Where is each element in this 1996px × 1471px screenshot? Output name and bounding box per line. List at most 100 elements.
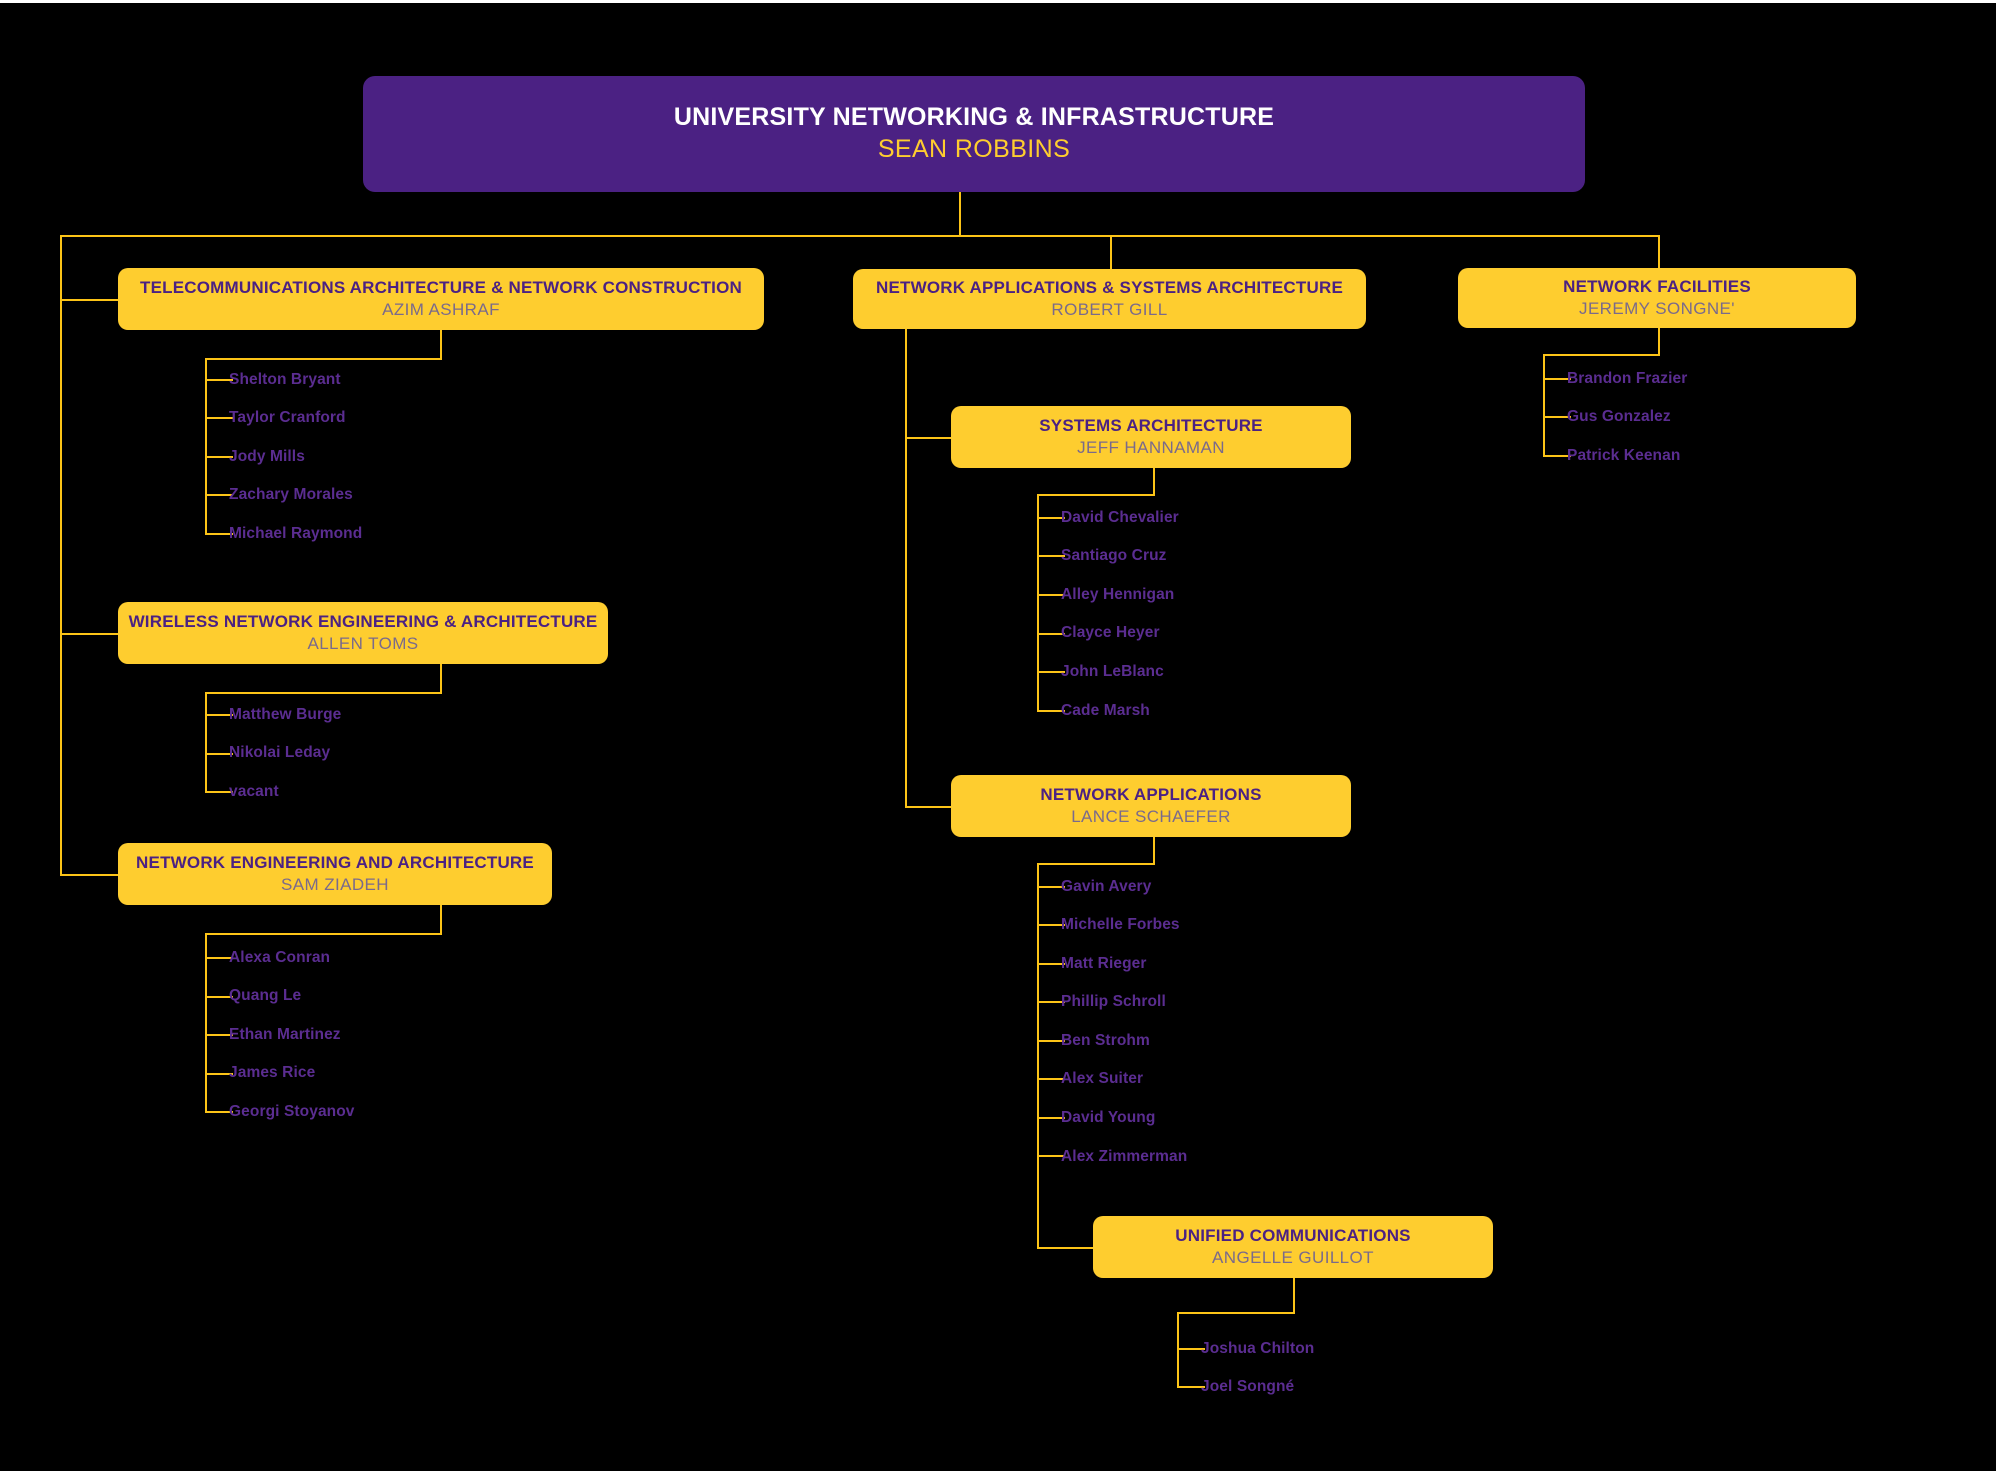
list-item: Santiago Cruz: [1061, 547, 1167, 564]
connector-wireless-drop: [440, 664, 442, 693]
node-wireless-network-engineering[interactable]: WIRELESS NETWORK ENGINEERING & ARCHITECT…: [118, 602, 608, 664]
list-item: Georgi Stoyanov: [229, 1103, 355, 1120]
list-item: Clayce Heyer: [1061, 624, 1160, 641]
connector-middle-stub-sysarch: [905, 437, 951, 439]
connector-netapps-leaf-stub: [1037, 886, 1065, 888]
node-network-engineering-and-architecture[interactable]: NETWORK ENGINEERING AND ARCHITECTURE SAM…: [118, 843, 552, 905]
connector-netengarch-elbow: [205, 933, 442, 935]
connector-unifiedcomms-leaf-stub: [1177, 1348, 1205, 1350]
list-item: Brandon Frazier: [1567, 370, 1688, 387]
connector-telecom-leaf-stub: [205, 379, 233, 381]
list-item: Quang Le: [229, 987, 302, 1004]
connector-netapps-leaf-stub: [1037, 1155, 1065, 1157]
list-item: Ethan Martinez: [229, 1026, 341, 1043]
list-item: Alley Hennigan: [1061, 586, 1175, 603]
connector-netengarch-spine: [205, 933, 207, 1112]
list-item: Zachary Morales: [229, 486, 353, 503]
connector-netfac-bus-drop: [1658, 235, 1660, 268]
connector-netengarch-leaf-stub: [205, 1034, 233, 1036]
node-network-applications-systems-architecture[interactable]: NETWORK APPLICATIONS & SYSTEMS ARCHITECT…: [853, 269, 1366, 329]
list-item: Patrick Keenan: [1567, 447, 1681, 464]
connector-telecom-leaf-stub: [205, 494, 233, 496]
connector-netengarch-leaf-stub: [205, 1111, 233, 1113]
node-subtitle: JEREMY SONGNE': [1579, 299, 1735, 319]
list-item: Matt Rieger: [1061, 955, 1147, 972]
node-network-facilities[interactable]: NETWORK FACILITIES JEREMY SONGNE': [1458, 268, 1856, 328]
connector-wireless-spine: [205, 692, 207, 792]
node-telecommunications-architecture[interactable]: TELECOMMUNICATIONS ARCHITECTURE & NETWOR…: [118, 268, 764, 330]
list-item: Michelle Forbes: [1061, 916, 1180, 933]
list-item: vacant: [229, 783, 279, 800]
connector-unifiedcomms-elbow: [1177, 1312, 1295, 1314]
node-subtitle: LANCE SCHAEFER: [1071, 807, 1231, 827]
list-item: Gus Gonzalez: [1567, 408, 1671, 425]
node-subtitle: ROBERT GILL: [1051, 300, 1168, 320]
connector-netfac-drop: [1658, 328, 1660, 356]
connector-sysarch-leaf-stub: [1037, 555, 1065, 557]
list-item: James Rice: [229, 1064, 316, 1081]
connector-left-spine: [60, 235, 62, 875]
list-item: Gavin Avery: [1061, 878, 1152, 895]
connector-telecom-drop: [440, 330, 442, 359]
connector-netengarch-leaf-stub: [205, 996, 233, 998]
connector-unifiedcomms-drop: [1293, 1278, 1295, 1314]
connector-sysarch-leaf-stub: [1037, 594, 1065, 596]
list-item: David Chevalier: [1061, 509, 1179, 526]
connector-netfac-leaf-stub: [1543, 378, 1571, 380]
list-item: Jody Mills: [229, 448, 305, 465]
connector-netengarch-drop: [440, 905, 442, 934]
list-item: Matthew Burge: [229, 706, 342, 723]
connector-netfac-leaf-stub: [1543, 455, 1571, 457]
connector-telecom-leaf-stub: [205, 456, 233, 458]
connector-sysarch-leaf-stub: [1037, 671, 1065, 673]
connector-telecom-elbow: [205, 358, 442, 360]
connector-netapps-leaf-stub: [1037, 1040, 1065, 1042]
connector-wireless-leaf-stub: [205, 791, 233, 793]
connector-netapps-drop: [1153, 837, 1155, 865]
connector-netfac-leaf-stub: [1543, 416, 1571, 418]
list-item: Michael Raymond: [229, 525, 363, 542]
connector-root-drop: [959, 192, 961, 237]
node-unified-communications[interactable]: UNIFIED COMMUNICATIONS ANGELLE GUILLOT: [1093, 1216, 1493, 1278]
node-title: NETWORK APPLICATIONS & SYSTEMS ARCHITECT…: [876, 277, 1343, 297]
list-item: David Young: [1061, 1109, 1156, 1126]
connector-sysarch-elbow: [1037, 494, 1155, 496]
connector-netapps-elbow: [1037, 863, 1155, 865]
connector-left-stub-netengarch: [60, 874, 120, 876]
node-subtitle: SAM ZIADEH: [281, 875, 389, 895]
connector-netfac-spine: [1543, 354, 1545, 456]
connector-telecom-leaf-stub: [205, 533, 233, 535]
node-systems-architecture[interactable]: SYSTEMS ARCHITECTURE JEFF HANNAMAN: [951, 406, 1351, 468]
list-item: Joel Songné: [1201, 1378, 1295, 1395]
connector-wireless-leaf-stub: [205, 714, 233, 716]
list-item: Alex Suiter: [1061, 1070, 1144, 1087]
connector-netfac-elbow: [1543, 354, 1660, 356]
node-title: UNIFIED COMMUNICATIONS: [1175, 1225, 1411, 1245]
node-subtitle: ANGELLE GUILLOT: [1212, 1248, 1374, 1268]
list-item: Shelton Bryant: [229, 371, 341, 388]
list-item: Cade Marsh: [1061, 702, 1150, 719]
connector-sysarch-leaf-stub: [1037, 517, 1065, 519]
connector-netapps-leaf-stub: [1037, 1001, 1065, 1003]
connector-netengarch-leaf-stub: [205, 957, 233, 959]
list-item: Joshua Chilton: [1201, 1340, 1315, 1357]
connector-netapps-leaf-stub: [1037, 1117, 1065, 1119]
list-item: Ben Strohm: [1061, 1032, 1150, 1049]
node-title: TELECOMMUNICATIONS ARCHITECTURE & NETWOR…: [140, 277, 742, 297]
connector-unifiedcomms-leaf-stub: [1177, 1386, 1205, 1388]
connector-left-stub-wireless: [60, 633, 120, 635]
node-title: SYSTEMS ARCHITECTURE: [1039, 415, 1263, 435]
node-subtitle: AZIM ASHRAF: [382, 300, 500, 320]
node-network-applications[interactable]: NETWORK APPLICATIONS LANCE SCHAEFER: [951, 775, 1351, 837]
node-title: UNIVERSITY NETWORKING & INFRASTRUCTURE: [673, 103, 1275, 132]
connector-sysarch-leaf-stub: [1037, 710, 1065, 712]
connector-sysarch-drop: [1153, 468, 1155, 496]
list-item: Phillip Schroll: [1061, 993, 1166, 1010]
node-root-university-networking[interactable]: UNIVERSITY NETWORKING & INFRASTRUCTURE S…: [363, 76, 1585, 192]
connector-unifiedcomms-stub: [1037, 1247, 1093, 1249]
list-item: Alexa Conran: [229, 949, 331, 966]
node-subtitle: SEAN ROBBINS: [877, 135, 1071, 164]
node-title: NETWORK ENGINEERING AND ARCHITECTURE: [136, 852, 534, 872]
connector-netapps-leaf-stub: [1037, 924, 1065, 926]
